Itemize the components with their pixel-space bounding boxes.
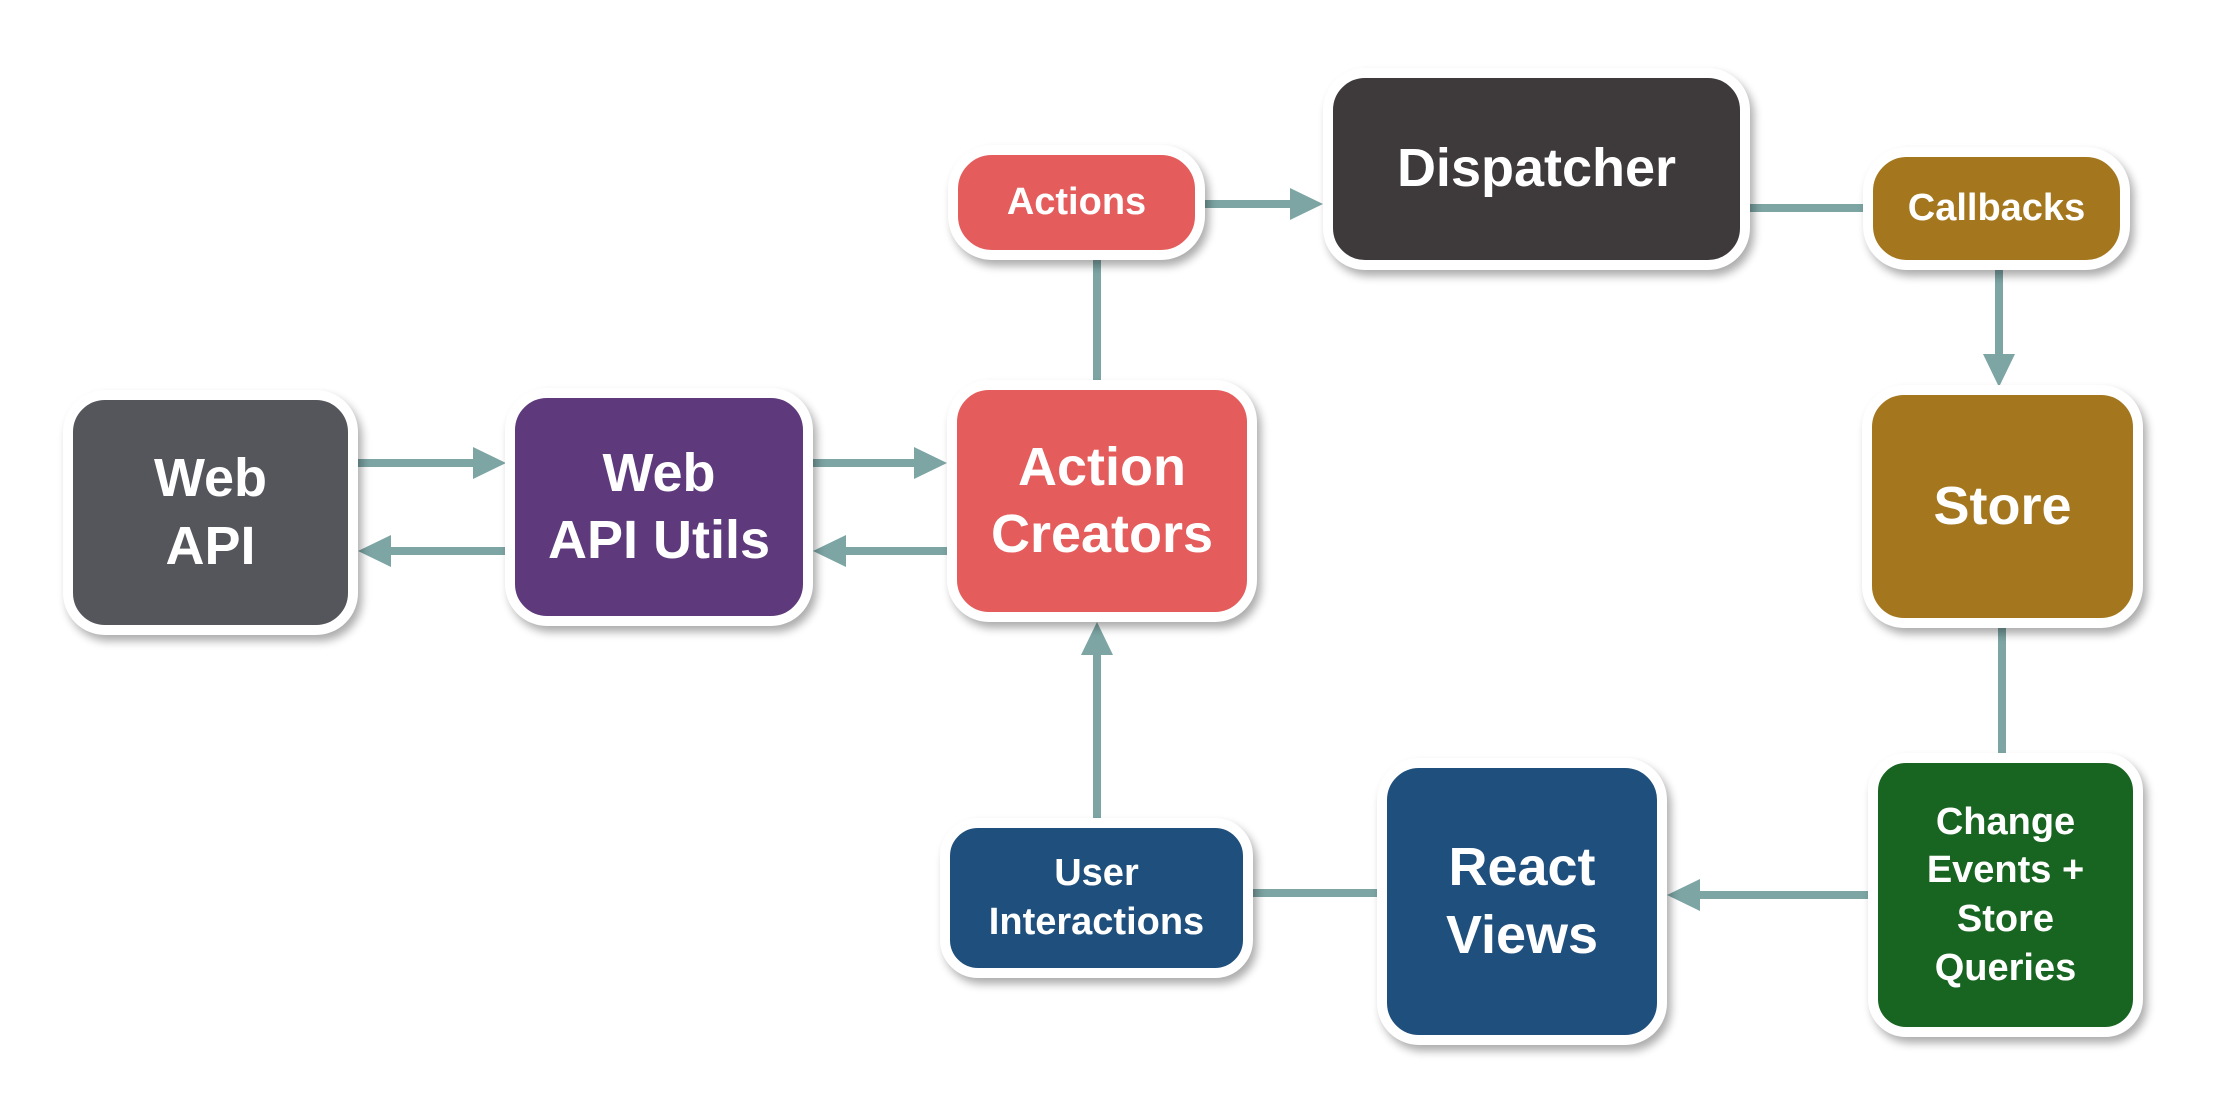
connector-store-to-change-events — [1998, 626, 2006, 755]
node-action-creators-label: Action Creators — [990, 436, 1214, 565]
connector-web-api-to-web-api-utils — [358, 459, 475, 467]
arrowhead-to-web-api-icon — [358, 535, 391, 567]
node-store: Store — [1862, 385, 2143, 628]
node-web-api-utils-label: Web API Utils — [547, 442, 771, 571]
connector-user-interactions-to-action-creators — [1093, 654, 1101, 818]
node-react-views-label: React Views — [1445, 837, 1599, 965]
node-web-api-label: Web API — [153, 448, 267, 576]
connector-callbacks-to-store — [1995, 270, 2003, 355]
node-change-events-store-queries: Change Events + Store Queries — [1868, 753, 2143, 1037]
arrowhead-to-store-icon — [1983, 354, 2015, 387]
arrowhead-to-action-creators-up-icon — [1081, 622, 1113, 655]
arrowhead-to-react-views-icon — [1667, 879, 1700, 911]
connector-react-views-to-user-interactions — [1253, 889, 1377, 897]
node-user-interactions-label: User Interactions — [988, 852, 1205, 943]
connector-web-api-utils-to-action-creators — [813, 459, 915, 467]
arrowhead-to-dispatcher-icon — [1290, 188, 1323, 220]
node-action-creators: Action Creators — [947, 380, 1257, 622]
node-callbacks-label: Callbacks — [1907, 187, 2086, 230]
node-callbacks: Callbacks — [1863, 147, 2130, 270]
arrowhead-to-action-creators-icon — [914, 447, 947, 479]
node-dispatcher: Dispatcher — [1323, 68, 1750, 270]
node-actions: Actions — [948, 145, 1205, 260]
node-react-views: React Views — [1377, 758, 1667, 1045]
node-change-events-store-queries-label: Change Events + Store Queries — [1926, 800, 2085, 989]
connector-actions-to-dispatcher — [1205, 200, 1292, 208]
connector-web-api-utils-to-web-api — [390, 547, 505, 555]
node-actions-label: Actions — [1006, 181, 1147, 224]
node-dispatcher-label: Dispatcher — [1396, 138, 1677, 199]
node-store-label: Store — [1933, 475, 2072, 536]
connector-change-events-to-react-views — [1698, 891, 1868, 899]
arrowhead-to-web-api-utils-icon — [473, 447, 506, 479]
arrowhead-to-web-api-utils-back-icon — [813, 535, 846, 567]
connector-action-creators-to-actions — [1093, 258, 1101, 382]
connector-dispatcher-to-callbacks — [1750, 204, 1863, 212]
node-user-interactions: User Interactions — [940, 818, 1253, 978]
connector-action-creators-to-web-api-utils — [845, 547, 947, 555]
node-web-api: Web API — [63, 390, 358, 635]
node-web-api-utils: Web API Utils — [505, 388, 813, 626]
